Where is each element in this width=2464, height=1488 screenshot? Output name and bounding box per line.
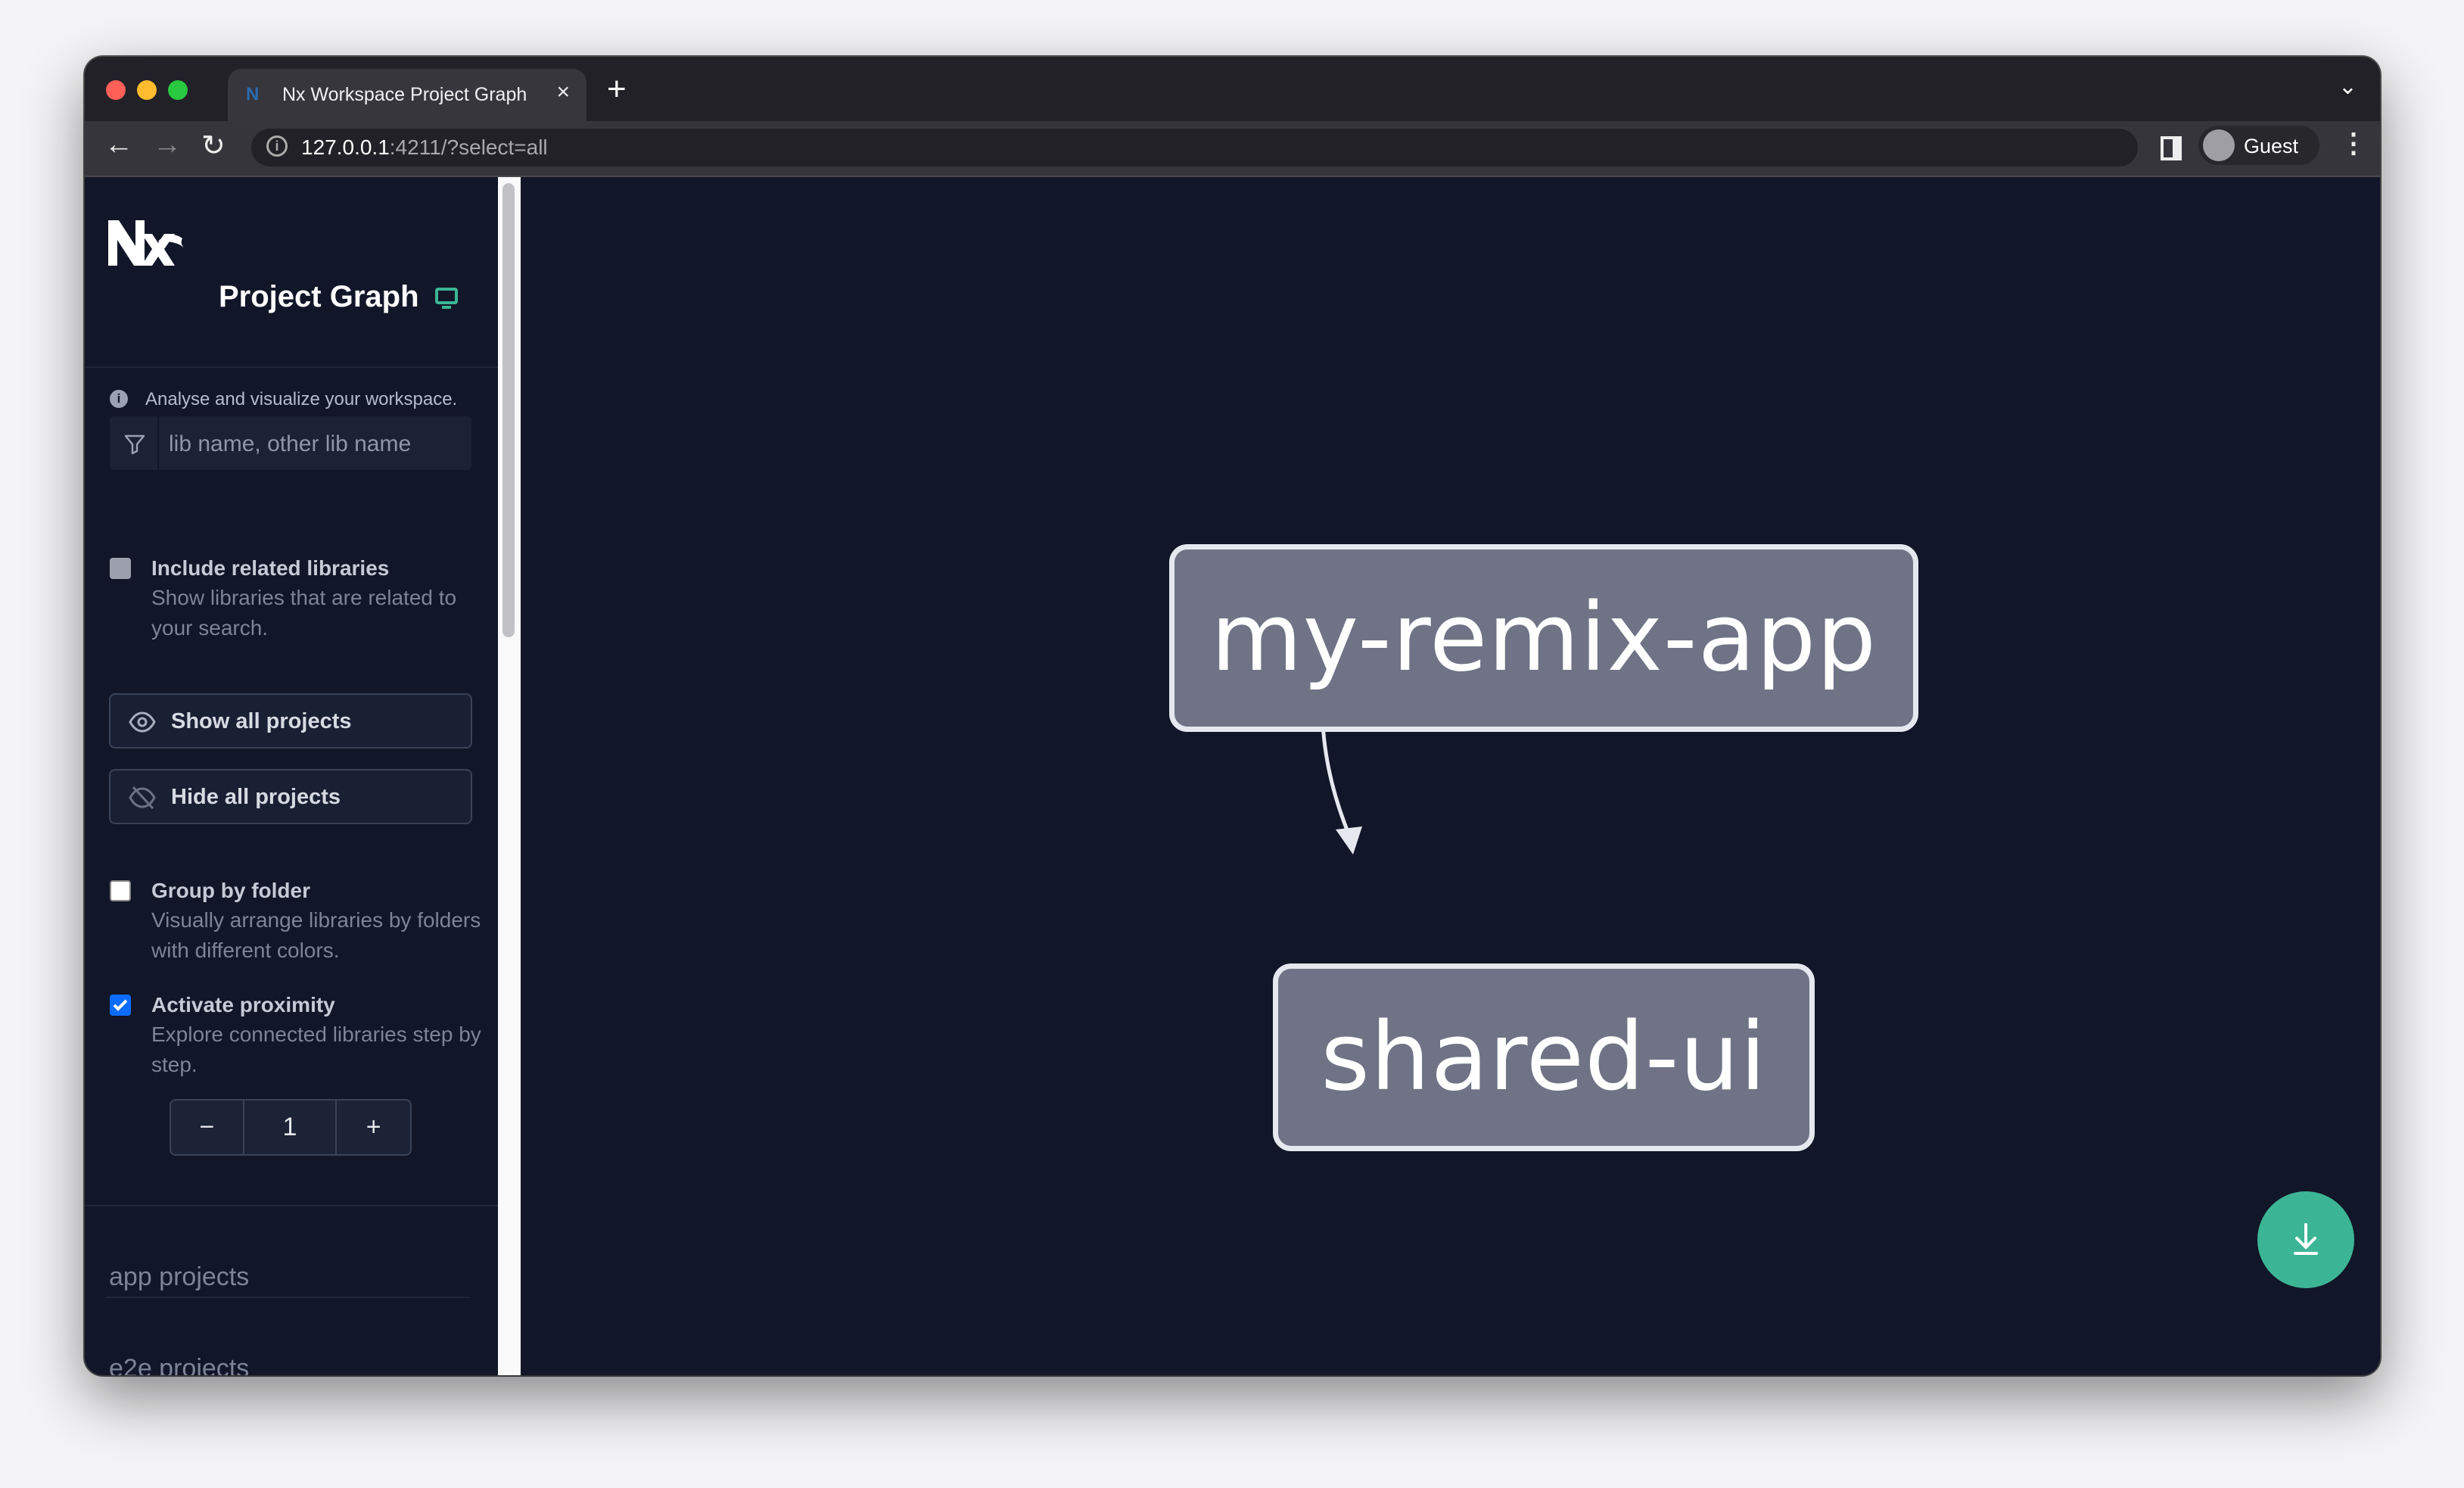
decrement-button[interactable]: − <box>171 1100 244 1154</box>
include-related-checkbox[interactable] <box>110 558 131 579</box>
stepper-value[interactable]: 1 <box>244 1100 338 1154</box>
back-icon[interactable]: ← <box>104 129 133 160</box>
hide-all-label: Hide all projects <box>171 785 341 809</box>
sidebar-scrollbar[interactable] <box>498 177 521 1375</box>
nx-favicon-icon: N <box>246 84 260 104</box>
graph-node[interactable]: my-remix-app <box>1169 544 1918 732</box>
info-text: Analyse and visualize your workspace. <box>145 389 458 409</box>
divider <box>106 1297 469 1298</box>
include-related-description: Show libraries that are related to your … <box>151 586 457 640</box>
sidebar: Project Graph i Analyse and visualize yo… <box>85 177 498 1375</box>
group-by-folder-description: Visually arrange libraries by folders wi… <box>151 908 481 962</box>
graph-edges <box>1320 551 1363 855</box>
menu-icon[interactable]: ⋮ <box>2340 127 2367 158</box>
site-info-icon[interactable]: i <box>266 135 288 157</box>
page-title: Project Graph <box>219 280 419 313</box>
increment-button[interactable]: + <box>366 1113 381 1141</box>
group-heading-e2e: e2e projects <box>109 1354 250 1375</box>
minimize-window-button[interactable] <box>137 80 157 100</box>
proximity-stepper: − 1 + <box>170 1099 412 1156</box>
tab-bar: N Nx Workspace Project Graph × + ⌄ <box>85 57 2380 121</box>
tab-title: Nx Workspace Project Graph <box>282 84 527 105</box>
download-icon <box>2294 1223 2318 1255</box>
address-bar[interactable]: i 127.0.0.1:4211/?select=all <box>251 129 2138 167</box>
filter-icon <box>124 434 145 455</box>
profile-name: Guest <box>2244 135 2299 157</box>
browser-tab[interactable]: N Nx Workspace Project Graph × <box>228 69 586 121</box>
show-all-label: Show all projects <box>171 709 352 733</box>
monitor-icon[interactable] <box>434 288 459 310</box>
tab-search-chevron-icon[interactable]: ⌄ <box>2338 74 2357 99</box>
new-tab-button[interactable]: + <box>607 70 627 107</box>
url-host: 127.0.0.1 <box>301 135 390 159</box>
proximity-label: Activate proximity <box>151 993 335 1016</box>
divider <box>85 1205 498 1206</box>
profile-button[interactable]: Guest <box>2198 126 2319 165</box>
input-divider <box>157 416 159 470</box>
checkmark-icon <box>113 999 128 1011</box>
graph-canvas[interactable]: my-remix-app shared-ui <box>521 177 2380 1375</box>
close-tab-icon[interactable]: × <box>556 79 570 104</box>
search-input[interactable] <box>167 416 465 472</box>
graph-node[interactable]: shared-ui <box>1273 963 1815 1151</box>
group-by-folder-label: Group by folder <box>151 879 310 902</box>
scrollbar-thumb[interactable] <box>502 183 515 637</box>
proximity-checkbox[interactable] <box>110 995 131 1016</box>
eye-off-icon <box>129 786 156 810</box>
browser-toolbar: ← → ↻ i 127.0.0.1:4211/?select=all Guest… <box>85 121 2380 177</box>
close-window-button[interactable] <box>106 80 126 100</box>
download-button[interactable] <box>2257 1191 2354 1288</box>
edge-arrowhead <box>1336 826 1362 855</box>
avatar-icon <box>2203 129 2235 161</box>
forward-icon[interactable]: → <box>153 129 182 160</box>
proximity-description: Explore connected libraries step by step… <box>151 1023 481 1076</box>
reload-icon[interactable]: ↻ <box>201 130 226 162</box>
group-heading-app: app projects <box>109 1262 250 1291</box>
divider <box>85 366 498 368</box>
browser-window: N Nx Workspace Project Graph × + ⌄ ← → ↻… <box>85 57 2380 1375</box>
url-path: :4211/?select=all <box>389 135 548 159</box>
include-related-label: Include related libraries <box>151 556 390 580</box>
info-icon: i <box>110 390 128 408</box>
nx-logo-icon <box>108 220 184 266</box>
eye-icon <box>129 711 156 733</box>
show-all-projects-button[interactable]: Show all projects <box>109 693 472 749</box>
side-panel-icon[interactable] <box>2161 136 2182 160</box>
search-field[interactable] <box>110 416 471 472</box>
group-by-folder-checkbox[interactable] <box>110 880 131 901</box>
hide-all-projects-button[interactable]: Hide all projects <box>109 769 472 824</box>
maximize-window-button[interactable] <box>168 80 188 100</box>
